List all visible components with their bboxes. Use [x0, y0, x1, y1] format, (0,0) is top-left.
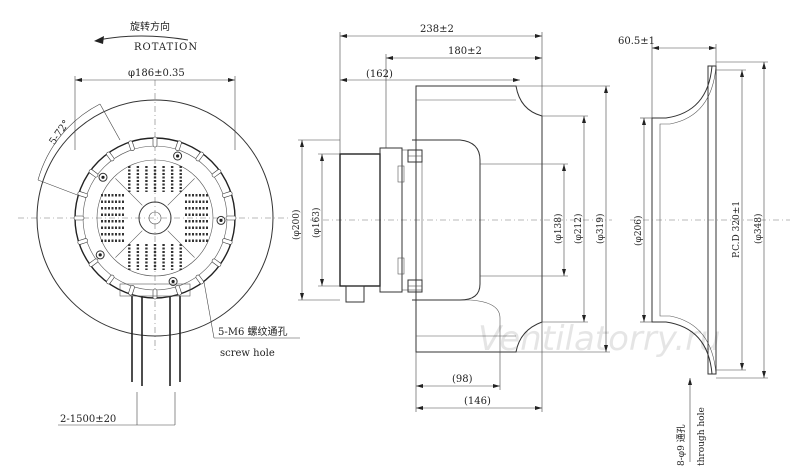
- shaft-circle: [138, 201, 172, 235]
- screw-hole: [168, 277, 178, 286]
- side-left-dims: [298, 139, 340, 301]
- ring-slot: [175, 285, 182, 296]
- screw-hole-center: [98, 253, 102, 257]
- side-top-dims: [339, 32, 543, 154]
- ring-slot: [73, 215, 85, 221]
- dim-146-text: (146): [464, 396, 491, 407]
- angle-text: 5-72°: [48, 118, 73, 147]
- dim-163-text: (φ163): [311, 207, 322, 238]
- dim-162-text: (162): [366, 69, 393, 80]
- screw-hole-label-en: screw hole: [220, 348, 275, 359]
- ring-slot: [222, 238, 233, 245]
- side-bottom-dims: [415, 322, 543, 412]
- rotation-label-en: ROTATION: [134, 42, 198, 53]
- screw-hole: [98, 172, 108, 182]
- front-view: 旋转方向 ROTATION φ186±0.35 5-72°: [18, 20, 300, 426]
- screw-hole-center: [219, 218, 223, 222]
- ring-slot: [106, 274, 115, 285]
- flange-bolts: [397, 149, 423, 293]
- rotor-ventilation-slots: [73, 136, 237, 300]
- screw-holes: [95, 151, 226, 286]
- screw-hole: [95, 250, 105, 260]
- motor-flange: [379, 147, 403, 293]
- inlet-vertical-dims: [640, 61, 768, 379]
- dim-348-text: (φ348): [753, 213, 764, 244]
- rotation-arrow: [94, 35, 189, 44]
- impeller-profile: [415, 85, 543, 353]
- hub-spoke: [115, 230, 143, 258]
- screw-hole-center: [101, 175, 105, 179]
- angle-arc: [37, 103, 101, 181]
- inlet-view: 60.5±1 (φ206) P.C.D 320±1 (φ348) 8-φ9 通孔…: [618, 36, 790, 466]
- rotation-label-cn: 旋转方向: [130, 20, 170, 33]
- hub-circle: [96, 159, 214, 277]
- screw-hole: [173, 151, 183, 161]
- cable-length-text: 2-1500±20: [60, 414, 116, 425]
- ring-slot: [152, 288, 158, 300]
- screw-hole-label-cn: 5-M6 螺纹通孔: [218, 325, 288, 338]
- hub-spoke: [115, 178, 143, 206]
- impeller-lower-curve: [416, 299, 501, 352]
- dim-319-text: (φ319): [595, 213, 606, 244]
- dim-186-text: φ186±0.35: [128, 68, 185, 79]
- screw-hole: [216, 215, 226, 225]
- pcd-text: P.C.D 320±1: [732, 201, 742, 258]
- impeller-outer-circle: [36, 99, 274, 337]
- screw-hole-center: [176, 154, 180, 158]
- ring-slot: [88, 258, 99, 267]
- side-right-dims: [480, 85, 610, 353]
- ring-slot: [225, 215, 237, 221]
- dim-238-text: 238±2: [420, 24, 454, 35]
- ring-slot: [88, 169, 99, 178]
- ring-slot: [211, 169, 222, 178]
- angle-ray-1: [99, 103, 121, 141]
- cables: [58, 283, 191, 426]
- shaft-center: [148, 211, 162, 225]
- dim-212-text: (φ212): [573, 213, 584, 244]
- hub-profile: [412, 139, 481, 301]
- dim-200-text: (φ200): [291, 209, 302, 240]
- ring-slot: [106, 151, 115, 162]
- cooling-grid: [101, 166, 209, 270]
- screw-leader: [203, 281, 215, 339]
- screw-hole-center: [171, 279, 175, 284]
- ring-slot: [128, 285, 135, 296]
- side-view: 238±2 180±2 (162) (98) (146): [291, 24, 612, 412]
- dim-98-text: (98): [452, 374, 473, 385]
- ring-slot: [195, 274, 204, 285]
- ring-slot: [77, 238, 88, 245]
- through-hole-label-cn: 8-φ9 通孔: [676, 424, 687, 466]
- dim-180-text: 180±2: [448, 46, 482, 57]
- hub-spoke: [167, 230, 195, 258]
- ring-slot: [211, 258, 222, 267]
- dim-605-text: 60.5±1: [618, 36, 655, 47]
- hub-spoke: [167, 178, 195, 206]
- dim-138-text: (φ138): [553, 213, 564, 244]
- through-hole-label-en: through hole: [697, 407, 707, 466]
- ring-slot: [152, 136, 158, 148]
- dim-206-text: (φ206): [633, 215, 644, 246]
- ring-slot: [222, 191, 233, 198]
- angle-ray-2: [37, 179, 81, 197]
- cable-gland: [345, 285, 365, 303]
- ring-slot: [128, 140, 135, 151]
- watermark: Ventilatorry.ru: [478, 319, 721, 359]
- ring-slot: [175, 140, 182, 151]
- ring-slot: [77, 191, 88, 198]
- ring-slot: [195, 151, 204, 162]
